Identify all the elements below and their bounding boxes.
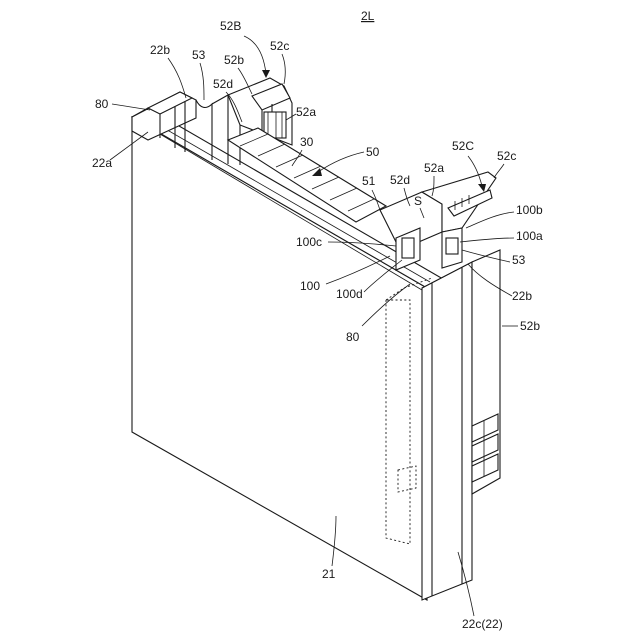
label-52d-mid: 52d bbox=[390, 173, 410, 187]
label-52C: 52C bbox=[452, 139, 474, 153]
label-100d: 100d bbox=[336, 287, 363, 301]
label-52d-top: 52d bbox=[213, 77, 233, 91]
label-53-right: 53 bbox=[512, 253, 526, 267]
label-100a: 100a bbox=[516, 229, 543, 243]
label-52c-right: 52c bbox=[497, 149, 516, 163]
label-30: 30 bbox=[300, 135, 314, 149]
label-52B: 52B bbox=[220, 19, 241, 33]
label-100b: 100b bbox=[516, 203, 543, 217]
label-22b-left: 22b bbox=[150, 43, 170, 57]
label-100c: 100c bbox=[296, 235, 322, 249]
label-22a: 22a bbox=[92, 156, 112, 170]
label-52a-top: 52a bbox=[296, 105, 316, 119]
label-21: 21 bbox=[322, 567, 336, 581]
label-80-left: 80 bbox=[95, 97, 109, 111]
label-52b-right: 52b bbox=[520, 319, 540, 333]
label-50: 50 bbox=[366, 145, 380, 159]
label-100: 100 bbox=[300, 279, 320, 293]
label-80-mid: 80 bbox=[346, 330, 360, 344]
label-52a-mid: 52a bbox=[424, 161, 444, 175]
label-51: 51 bbox=[362, 174, 376, 188]
label-52b-top: 52b bbox=[224, 53, 244, 67]
figure-title: 2L bbox=[361, 9, 375, 23]
label-22c: 22c(22) bbox=[462, 617, 503, 631]
right-stile-22c bbox=[422, 262, 472, 600]
label-52c-top: 52c bbox=[270, 39, 289, 53]
label-53-top: 53 bbox=[192, 48, 206, 62]
label-S: S bbox=[414, 194, 422, 208]
label-22b-right: 22b bbox=[512, 289, 532, 303]
